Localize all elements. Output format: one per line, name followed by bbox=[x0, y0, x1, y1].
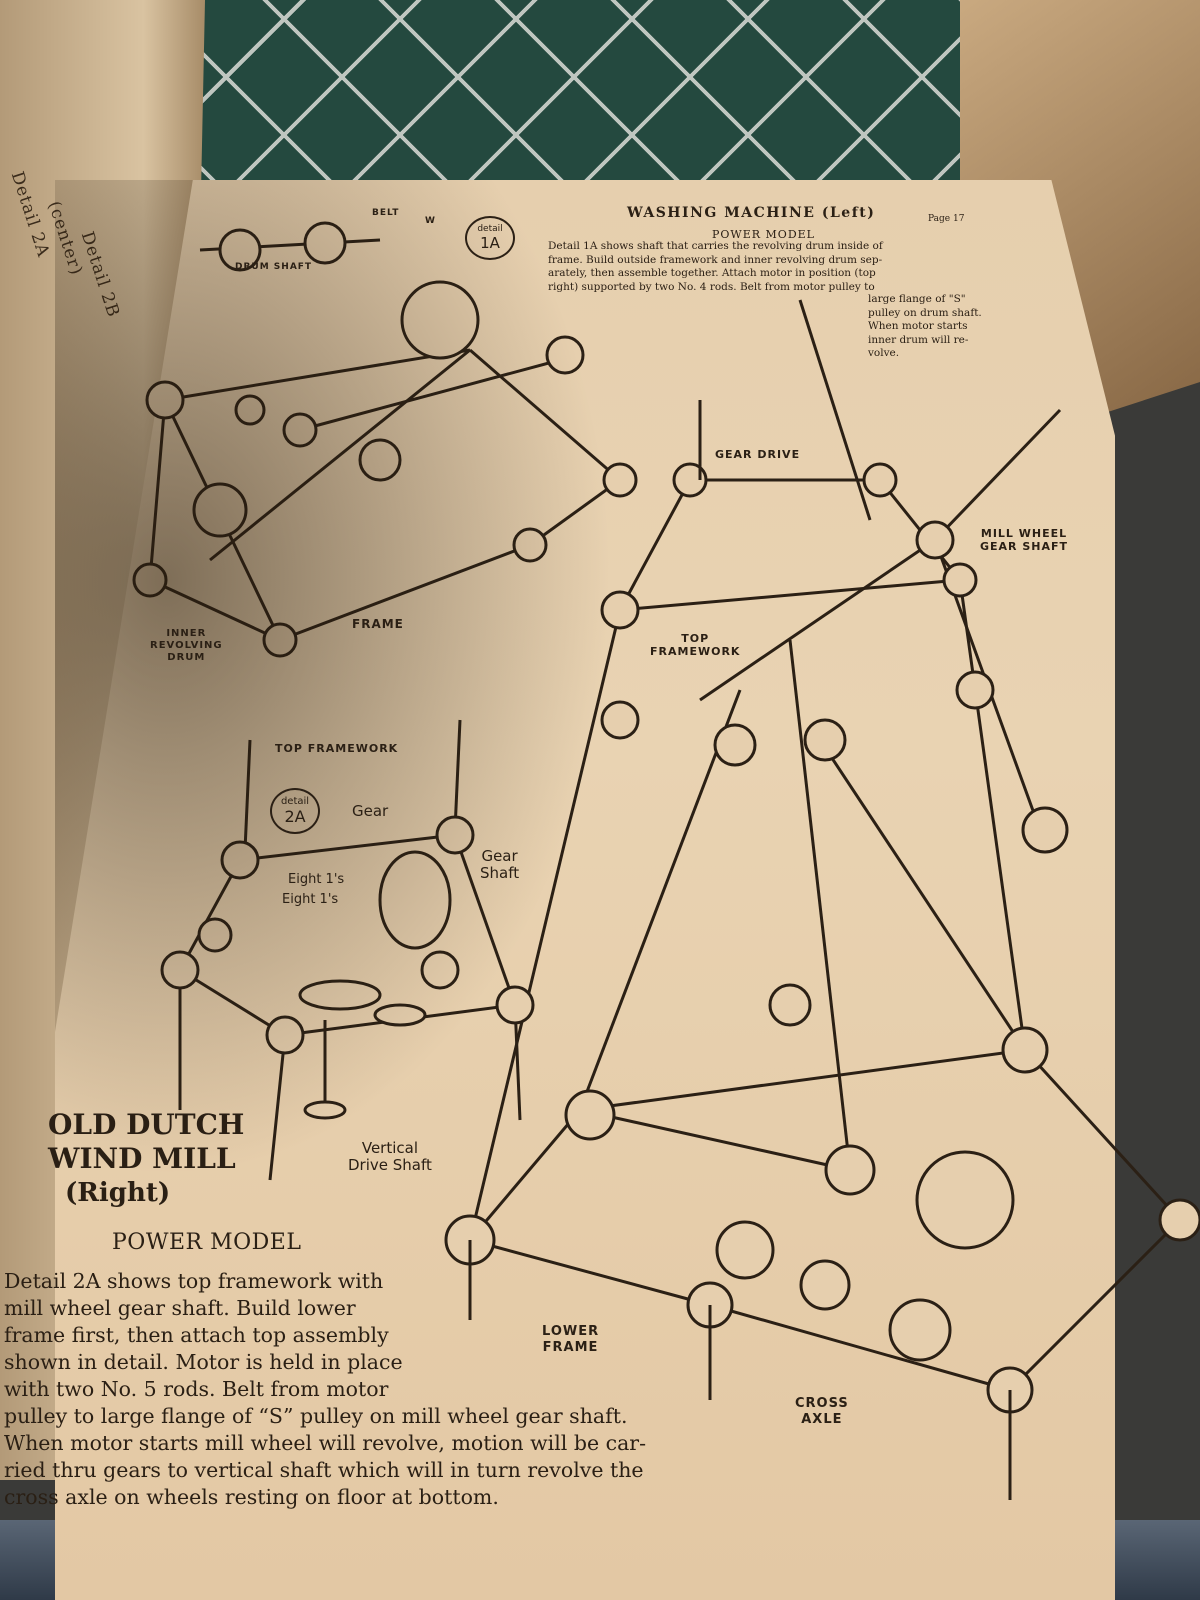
frame-label: FRAME bbox=[352, 617, 404, 631]
badge-word: detail bbox=[280, 796, 310, 807]
detail-1a-badge: detail 1A bbox=[465, 216, 515, 260]
instruction-line: inner drum will re- bbox=[868, 333, 969, 346]
washing-machine-instructions-tail: large flange of "S" pulley on drum shaft… bbox=[868, 293, 1018, 361]
instruction-line: Detail 1A shows shaft that carries the r… bbox=[548, 240, 883, 252]
instruction-line: pulley on drum shaft. bbox=[868, 306, 982, 319]
gear-label: Gear bbox=[352, 802, 389, 820]
label-line: Shaft bbox=[480, 864, 520, 882]
instruction-line: volve. bbox=[868, 347, 900, 359]
label-line: Drive Shaft bbox=[348, 1156, 432, 1174]
label-line: AXLE bbox=[801, 1412, 843, 1427]
page-number: Page 17 bbox=[928, 214, 965, 224]
cross-axle-label: CROSS AXLE bbox=[795, 1396, 849, 1428]
washing-machine-subheading: POWER MODEL bbox=[712, 228, 815, 241]
label-line: Gear bbox=[481, 847, 518, 865]
page-shadow bbox=[55, 180, 615, 1180]
windmill-instruction-line: Detail 2A shows top framework with bbox=[4, 1269, 384, 1293]
label-line: CROSS bbox=[795, 1396, 849, 1411]
top-framework-label: TOP FRAMEWORK bbox=[650, 632, 740, 658]
top-framework-detail-label: TOP FRAMEWORK bbox=[275, 742, 399, 755]
label-line: Vertical bbox=[361, 1139, 419, 1157]
windmill-instruction-line: cross axle on wheels resting on floor at… bbox=[4, 1485, 499, 1509]
w-label: W bbox=[425, 216, 436, 226]
washing-machine-instructions: Detail 1A shows shaft that carries the r… bbox=[548, 240, 1018, 294]
windmill-instruction-line: frame first, then attach top assembly bbox=[4, 1323, 389, 1347]
windmill-subtitle: (Right) bbox=[65, 1178, 171, 1208]
badge-id: 1A bbox=[480, 234, 500, 252]
label-line: GEAR SHAFT bbox=[980, 540, 1069, 553]
mill-wheel-gear-shaft-label: MILL WHEEL GEAR SHAFT bbox=[980, 527, 1068, 553]
instruction-line: arately, then assemble together. Attach … bbox=[548, 267, 876, 279]
label-line: TOP bbox=[681, 632, 710, 645]
windmill-title: OLD DUTCH WIND MILL bbox=[48, 1108, 244, 1176]
instruction-line: frame. Build outside framework and inner… bbox=[548, 253, 883, 266]
label-line: FRAME bbox=[542, 1340, 599, 1355]
badge-id: 2A bbox=[284, 807, 306, 826]
label-line: LOWER bbox=[542, 1324, 600, 1339]
windmill-instruction-line: ried thru gears to vertical shaft which … bbox=[4, 1458, 644, 1482]
badge-word: detail bbox=[477, 224, 503, 234]
windmill-instruction-line: pulley to large flange of “S” pulley on … bbox=[4, 1404, 628, 1428]
vertical-drive-shaft-label: Vertical Drive Shaft bbox=[348, 1140, 432, 1174]
instruction-line: When motor starts bbox=[868, 320, 968, 332]
title-line: WIND MILL bbox=[48, 1142, 236, 1175]
title-line: OLD DUTCH bbox=[48, 1108, 245, 1141]
eight-1s-label-b: Eight 1's bbox=[282, 892, 339, 907]
windmill-instruction-line: mill wheel gear shaft. Build lower bbox=[4, 1296, 356, 1320]
eight-1s-label-a: Eight 1's bbox=[288, 872, 345, 887]
label-line: REVOLVING bbox=[150, 640, 223, 651]
label-line: DRUM bbox=[167, 652, 206, 663]
windmill-instruction-line: shown in detail. Motor is held in place bbox=[4, 1350, 403, 1374]
inner-drum-label: INNER REVOLVING DRUM bbox=[150, 628, 223, 664]
label-line: INNER bbox=[166, 628, 207, 639]
instruction-line: large flange of "S" bbox=[868, 293, 966, 305]
gear-drive-label: GEAR DRIVE bbox=[715, 448, 801, 461]
detail-2a-badge: detail 2A bbox=[270, 788, 320, 834]
windmill-subheading: POWER MODEL bbox=[112, 1230, 302, 1255]
drum-shaft-label: DRUM SHAFT bbox=[235, 262, 313, 272]
windmill-instruction-line: with two No. 5 rods. Belt from motor bbox=[4, 1377, 389, 1401]
washing-machine-title: WASHING MACHINE (Left) bbox=[627, 205, 876, 221]
lower-frame-label: LOWER FRAME bbox=[542, 1324, 599, 1356]
label-line: MILL WHEEL bbox=[980, 527, 1068, 540]
label-line: FRAMEWORK bbox=[650, 645, 741, 658]
belt-label: BELT bbox=[372, 208, 400, 218]
instruction-line: right) supported by two No. 4 rods. Belt… bbox=[548, 280, 875, 293]
gear-shaft-label: Gear Shaft bbox=[480, 848, 519, 882]
windmill-drawing bbox=[444, 299, 1200, 1500]
windmill-instruction-line: When motor starts mill wheel will revolv… bbox=[4, 1431, 647, 1455]
